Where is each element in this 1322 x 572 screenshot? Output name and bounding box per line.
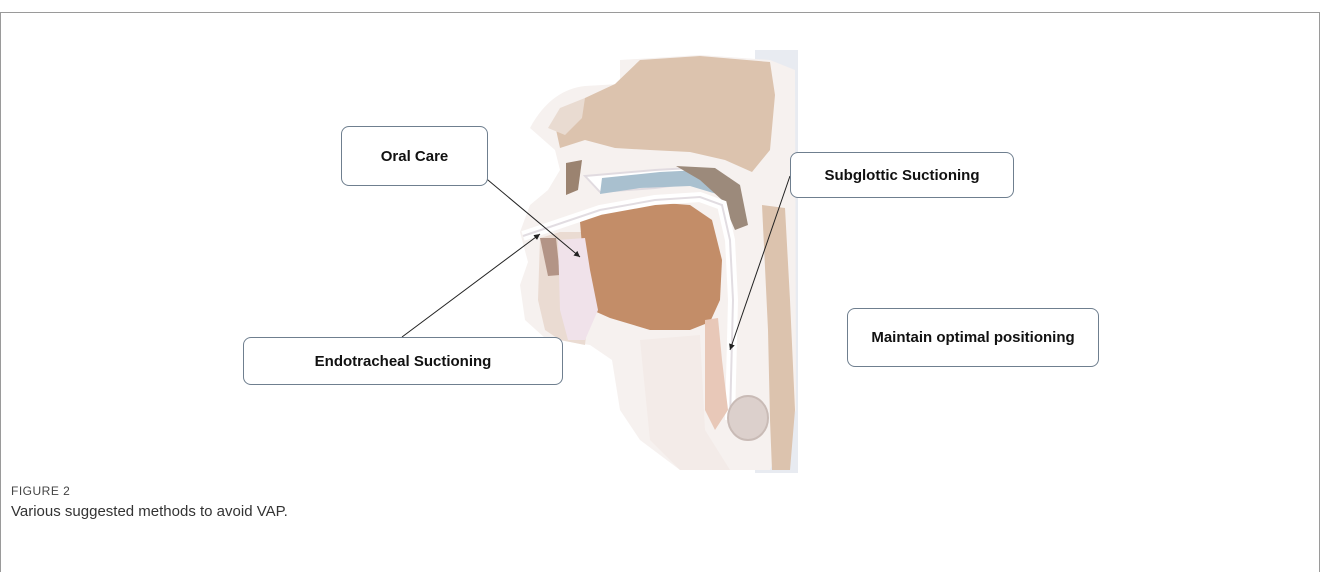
optimal-positioning-callout: Maintain optimal positioning [847, 308, 1099, 367]
subglottic-suctioning-callout: Subglottic Suctioning [790, 152, 1014, 198]
figure-label: FIGURE 2 [11, 484, 70, 498]
endotracheal-suctioning-callout: Endotracheal Suctioning [243, 337, 563, 385]
arrow-subglottic [730, 176, 790, 350]
oral-care-callout: Oral Care [341, 126, 488, 186]
arrow-endotracheal [402, 234, 540, 337]
figure-caption: Various suggested methods to avoid VAP. [11, 503, 288, 520]
